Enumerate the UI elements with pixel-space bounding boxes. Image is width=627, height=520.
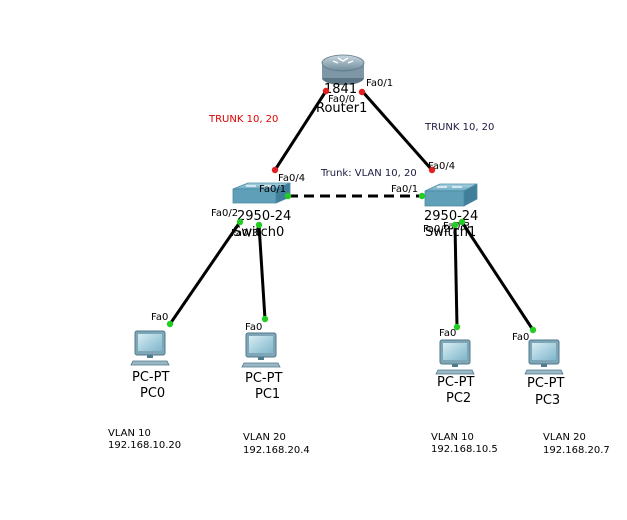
pc2-ip-label: 192.168.10.5 xyxy=(431,444,498,455)
status-dot-switch1-fa02 xyxy=(451,221,459,229)
status-dot-switch0-fa01 xyxy=(284,192,292,200)
pc3-model-label: PC-PT xyxy=(527,376,564,391)
status-dot-pc0 xyxy=(166,320,174,328)
pc1-model-label: PC-PT xyxy=(245,371,282,386)
trunk-mid-label: Trunk: VLAN 10, 20 xyxy=(320,168,417,179)
status-dot-switch1-fa04 xyxy=(428,166,436,174)
pc2-name-label: PC2 xyxy=(446,391,471,406)
link-switch0-pc1[interactable] xyxy=(257,224,267,320)
status-dot-switch0-fa03 xyxy=(255,221,263,229)
pc2-vlan-label: VLAN 10 xyxy=(431,432,474,443)
switch1-device[interactable] xyxy=(424,183,478,207)
status-dot-switch1-fa03 xyxy=(458,218,466,226)
router-port-fa00: Fa0/0 xyxy=(328,94,355,105)
pc3-ip-label: 192.168.20.7 xyxy=(543,445,610,456)
router-port-fa01: Fa0/1 xyxy=(366,78,393,89)
pc0-vlan-label: VLAN 10 xyxy=(108,428,151,439)
link-switch1-pc3[interactable] xyxy=(460,221,535,331)
status-dot-router-fa01 xyxy=(358,88,366,96)
pc0-port-label: Fa0 xyxy=(151,312,168,323)
status-dot-pc2 xyxy=(453,323,461,331)
switch1-model-label: 2950-24 xyxy=(424,209,478,224)
pc2-device[interactable] xyxy=(435,339,475,375)
pc1-ip-label: 192.168.20.4 xyxy=(243,445,310,456)
links xyxy=(168,90,535,331)
pc2-port-label: Fa0 xyxy=(439,328,456,339)
trunk-left-label: TRUNK 10, 20 xyxy=(208,114,278,125)
switch0-port-fa01: Fa0/1 xyxy=(259,184,286,195)
switch0-port-fa02: Fa0/2 xyxy=(211,208,238,219)
switch1-port-fa02: Fa0/2 xyxy=(423,224,450,235)
pc0-ip-label: 192.168.10.20 xyxy=(108,440,181,451)
router-device[interactable] xyxy=(321,54,365,85)
router-name-label: Router1 xyxy=(316,101,367,116)
status-dot-switch1-fa01 xyxy=(418,192,426,200)
link-router-switch0[interactable] xyxy=(273,90,328,171)
pc3-port-label: Fa0 xyxy=(512,332,529,343)
pc0-device[interactable] xyxy=(130,330,170,366)
trunk-right-label: TRUNK 10, 20 xyxy=(424,122,494,133)
switch0-model-label: 2950-24 xyxy=(237,209,291,224)
status-dot-pc1 xyxy=(261,315,269,323)
pc3-vlan-label: VLAN 20 xyxy=(543,432,586,443)
router-arrows-icon xyxy=(332,57,354,64)
link-router-switch1[interactable] xyxy=(360,90,434,171)
switch0-port-fa04: Fa0/4 xyxy=(278,173,305,184)
switch1-port-fa04: Fa0/4 xyxy=(428,161,455,172)
status-dot-pc3 xyxy=(529,326,537,334)
pc0-model-label: PC-PT xyxy=(132,370,169,385)
pc1-name-label: PC1 xyxy=(255,387,280,402)
pc2-model-label: PC-PT xyxy=(437,375,474,390)
switch1-name-label: Switch1 xyxy=(425,225,476,240)
switch0-name-label: Switch0 xyxy=(233,225,284,240)
pc1-device[interactable] xyxy=(241,332,281,368)
router-model-label: 1841 xyxy=(324,82,357,97)
switch0-port-fa03: Fa0/3 xyxy=(231,228,258,239)
pc0-name-label: PC0 xyxy=(140,386,165,401)
link-switch0-pc0[interactable] xyxy=(168,221,242,325)
pc3-name-label: PC3 xyxy=(535,393,560,408)
status-dot-switch0-fa04 xyxy=(271,166,279,174)
pc3-device[interactable] xyxy=(524,339,564,375)
pc1-port-label: Fa0 xyxy=(245,322,262,333)
pc1-vlan-label: VLAN 20 xyxy=(243,432,286,443)
switch1-port-fa01: Fa0/1 xyxy=(391,184,418,195)
status-dot-switch0-fa02 xyxy=(236,218,244,226)
status-dot-router-fa00 xyxy=(322,87,330,95)
link-switch1-pc2[interactable] xyxy=(453,224,459,328)
link-status-dots xyxy=(166,87,537,334)
